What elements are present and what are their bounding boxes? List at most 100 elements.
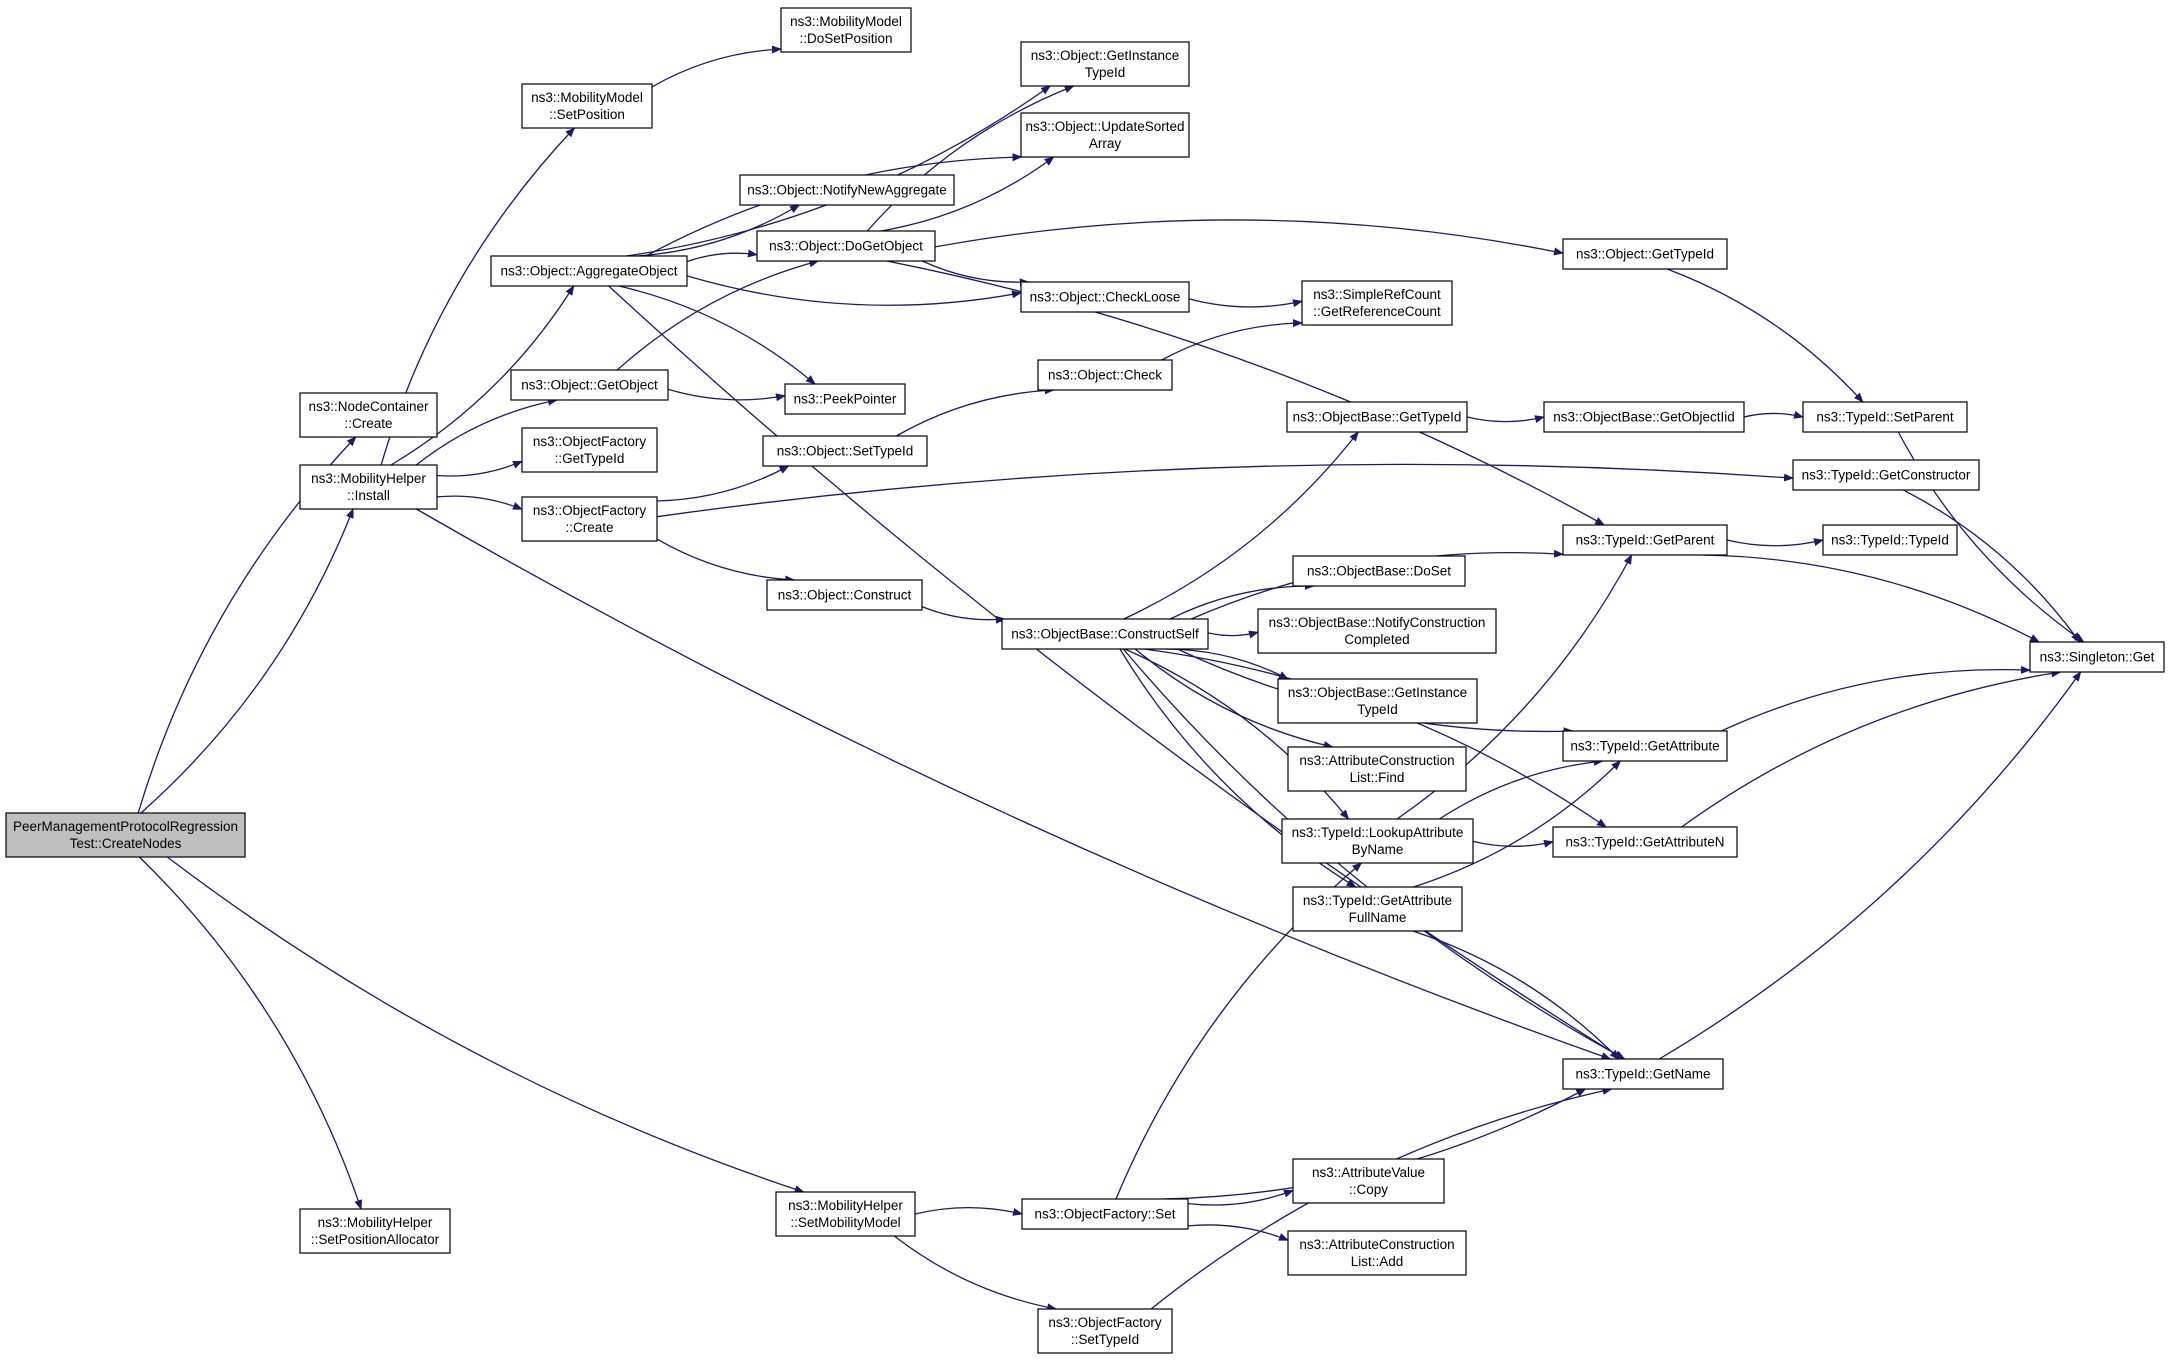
node-box <box>1020 112 1190 158</box>
node-box <box>521 496 658 542</box>
node-ob-gettypeid[interactable]: ns3::ObjectBase::GetTypeId <box>1286 401 1468 433</box>
edge-obj_getobject-to-peekpointer <box>667 388 786 402</box>
node-tid-getattrn[interactable]: ns3::TypeId::GetAttributeN <box>1552 826 1738 858</box>
edge-mh_install-to-of_gettypeid <box>436 460 523 477</box>
node-of-create[interactable]: ns3::ObjectFactory::Create <box>521 496 658 542</box>
node-label: PeerManagementProtocolRegression <box>13 819 238 834</box>
node-nc-create[interactable]: ns3::NodeContainer::Create <box>299 392 438 438</box>
node-label: TypeId <box>1357 702 1398 717</box>
node-tid-getname[interactable]: ns3::TypeId::GetName <box>1562 1058 1724 1090</box>
node-label: ns3::SimpleRefCount <box>1313 287 1441 302</box>
node-box <box>490 255 688 287</box>
node-obj-notifynew[interactable]: ns3::Object::NotifyNewAggregate <box>739 174 955 206</box>
nodes-layer: PeerManagementProtocolRegressionTest::Cr… <box>5 7 2165 1354</box>
edge-ob_gettypeid-to-ob_getobjectiid <box>1466 415 1545 423</box>
node-tid-getparent[interactable]: ns3::TypeId::GetParent <box>1562 524 1728 556</box>
edge-tid_getctor-to-singleton_get <box>1903 489 2081 643</box>
edge-obj_getobject-to-obj_dogetobject <box>616 259 820 371</box>
node-tid-getattr[interactable]: ns3::TypeId::GetAttribute <box>1562 730 1728 762</box>
node-label: ::Install <box>347 488 390 503</box>
node-label: ns3::TypeId::TypeId <box>1831 533 1949 548</box>
node-label: ns3::ObjectFactory::Set <box>1034 1207 1175 1222</box>
node-label: ::DoSetPosition <box>799 31 892 46</box>
node-label: List::Add <box>1351 1254 1404 1269</box>
node-obj-checkloose[interactable]: ns3::Object::CheckLoose <box>1020 281 1190 313</box>
node-label: ns3::TypeId::GetName <box>1575 1067 1710 1082</box>
edge-obj_aggregate-to-obj_notifynew <box>636 204 801 257</box>
edge-mh_install-to-of_create <box>436 495 523 510</box>
node-tid-setparent[interactable]: ns3::TypeId::SetParent <box>1802 401 1968 433</box>
node-box <box>5 812 246 858</box>
node-obj-gettypeid[interactable]: ns3::Object::GetTypeId <box>1562 238 1728 270</box>
node-of-gettypeid[interactable]: ns3::ObjectFactory::GetTypeId <box>521 427 658 473</box>
edge-mh_install-to-obj_getobject <box>415 397 558 466</box>
edge-tid_lookupattr-to-tid_getattr <box>1439 757 1604 820</box>
node-label: ns3::MobilityHelper <box>311 471 426 486</box>
node-label: ns3::AttributeValue <box>1312 1165 1425 1180</box>
node-tid-getctor[interactable]: ns3::TypeId::GetConstructor <box>1792 459 1980 491</box>
node-box <box>521 83 653 129</box>
node-label: ns3::Object::GetInstance <box>1031 48 1180 63</box>
node-av-copy[interactable]: ns3::AttributeValue::Copy <box>1292 1158 1445 1204</box>
node-label: ns3::TypeId::GetParent <box>1576 533 1715 548</box>
node-obj-construct[interactable]: ns3::Object::Construct <box>766 579 923 611</box>
edge-tid_getname-to-singleton_get <box>1658 671 2082 1060</box>
node-label: ::SetMobilityModel <box>790 1215 900 1230</box>
node-srefcount[interactable]: ns3::SimpleRefCount::GetReferenceCount <box>1301 280 1453 326</box>
node-box <box>2029 641 2165 673</box>
node-mh-setmobmodel[interactable]: ns3::MobilityHelper::SetMobilityModel <box>775 1191 916 1237</box>
node-root[interactable]: PeerManagementProtocolRegressionTest::Cr… <box>5 812 246 858</box>
node-box <box>299 392 438 438</box>
node-box <box>1021 1198 1189 1230</box>
node-box <box>1802 401 1968 433</box>
node-box <box>1292 1158 1445 1204</box>
node-ob-doset[interactable]: ns3::ObjectBase::DoSet <box>1292 555 1466 587</box>
node-of-settypeid[interactable]: ns3::ObjectFactory::SetTypeId <box>1037 1308 1173 1354</box>
edge-tid_getparent-to-tid_typeid <box>1726 538 1824 547</box>
edge-obj_dogetobject-to-obj_checkloose <box>921 260 1030 287</box>
node-label: ::GetReferenceCount <box>1313 304 1441 319</box>
node-ob-notifyconstr[interactable]: ns3::ObjectBase::NotifyConstructionCompl… <box>1257 608 1497 654</box>
node-label: ::GetTypeId <box>555 451 625 466</box>
node-box <box>766 579 923 611</box>
node-obj-getobject[interactable]: ns3::Object::GetObject <box>510 369 669 401</box>
node-obj-dogetobject[interactable]: ns3::Object::DoGetObject <box>756 230 936 262</box>
node-box <box>1287 746 1467 792</box>
node-singleton-get[interactable]: ns3::Singleton::Get <box>2029 641 2165 673</box>
node-label: ::Copy <box>1349 1182 1388 1197</box>
node-mh-setposalloc[interactable]: ns3::MobilityHelper::SetPositionAllocato… <box>299 1208 451 1254</box>
node-label: List::Find <box>1350 770 1405 785</box>
node-ob-getobjectiid[interactable]: ns3::ObjectBase::GetObjectIid <box>1543 401 1745 433</box>
node-mh-install[interactable]: ns3::MobilityHelper::Install <box>299 464 438 510</box>
node-peekpointer[interactable]: ns3::PeekPointer <box>784 383 906 415</box>
edge-of_create-to-obj_settypeid <box>656 465 790 502</box>
edge-tid_lookupattr-to-tid_getattrn <box>1472 839 1554 848</box>
node-obj-aggregate[interactable]: ns3::Object::AggregateObject <box>490 255 688 287</box>
node-obj-settypeid[interactable]: ns3::Object::SetTypeId <box>762 435 928 467</box>
node-box <box>1792 459 1980 491</box>
edge-obj_construct-to-ob_constructself <box>921 605 1006 624</box>
node-label: ns3::TypeId::GetAttribute <box>1570 739 1719 754</box>
node-box <box>1037 359 1173 391</box>
node-mm-setpos[interactable]: ns3::MobilityModel::SetPosition <box>521 83 653 129</box>
node-label: ns3::Object::GetTypeId <box>1576 247 1714 262</box>
node-tid-typeid[interactable]: ns3::TypeId::TypeId <box>1822 524 1958 556</box>
node-box <box>1286 401 1468 433</box>
node-obj-check[interactable]: ns3::Object::Check <box>1037 359 1173 391</box>
node-of-set[interactable]: ns3::ObjectFactory::Set <box>1021 1198 1189 1230</box>
node-ob-constructself[interactable]: ns3::ObjectBase::ConstructSelf <box>1001 618 1209 650</box>
node-label: ::Create <box>565 520 613 535</box>
node-label: Test::CreateNodes <box>70 836 182 851</box>
edge-mh_install-to-tid_getname <box>415 508 1612 1060</box>
node-box <box>1562 1058 1724 1090</box>
node-mm-dosetpos[interactable]: ns3::MobilityModel::DoSetPosition <box>780 7 912 53</box>
node-label: ns3::MobilityModel <box>531 90 643 105</box>
edge-obj_aggregate-to-peekpointer <box>618 285 816 385</box>
